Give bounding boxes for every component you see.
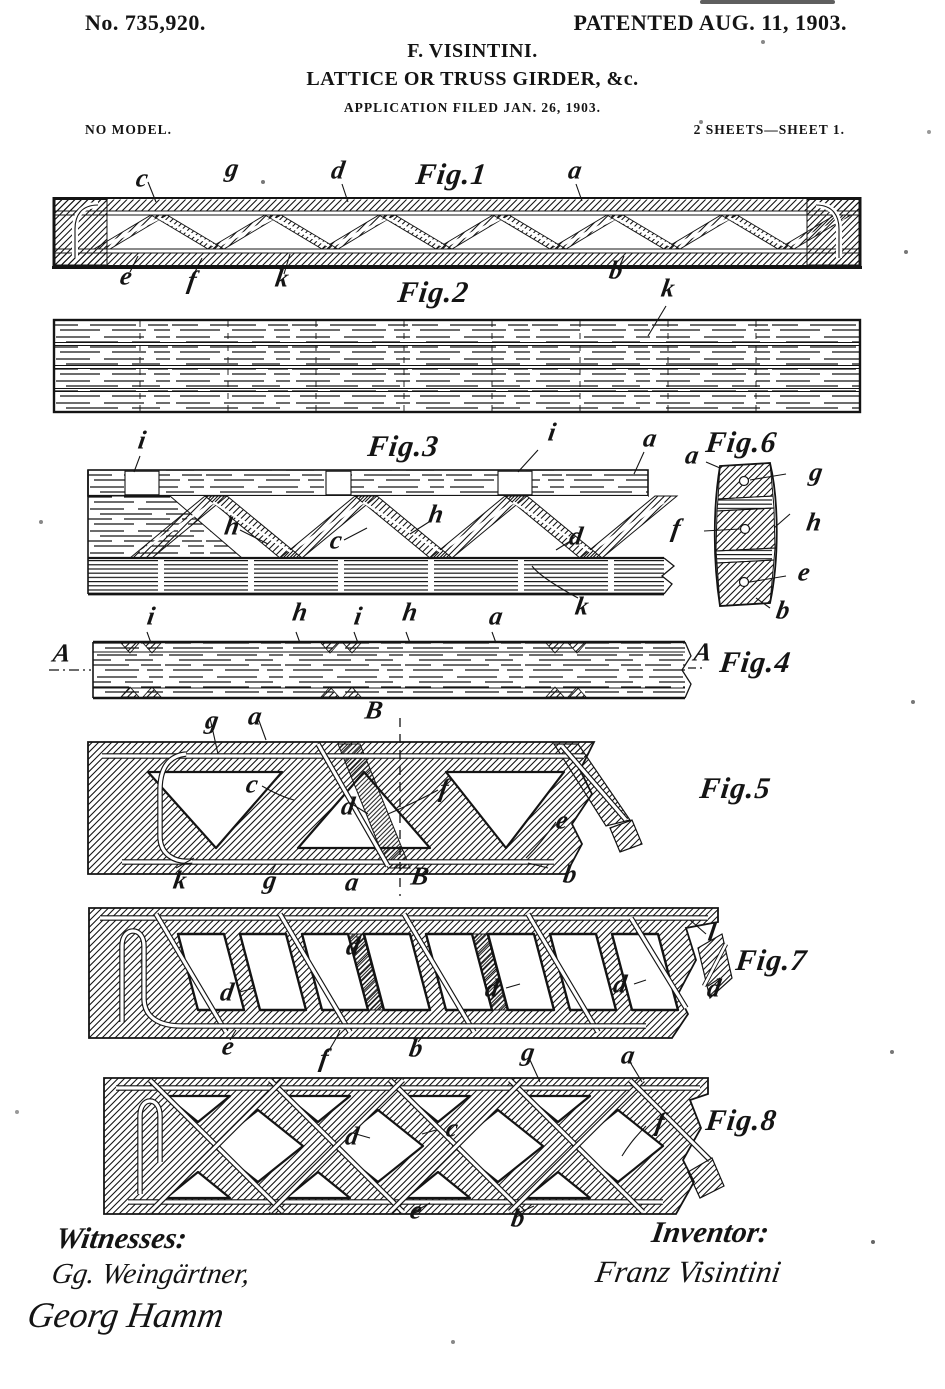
- fig2-label-k: k: [659, 273, 677, 303]
- fig1-label-k: k: [273, 263, 291, 293]
- fig7-drawing: [88, 907, 733, 1053]
- fig4-label-i1: i: [145, 601, 157, 631]
- fig8-drawing: [103, 1059, 725, 1215]
- fig3-label-i1: i: [136, 425, 148, 455]
- inventor-signature: Franz Visintini: [593, 1254, 784, 1289]
- patent-date: PATENTED AUG. 11, 1903.: [573, 10, 847, 35]
- fig4-label-i2: i: [352, 601, 364, 631]
- fig2-drawing: [52, 305, 862, 414]
- fig7-label-e: e: [220, 1031, 237, 1061]
- fig6-label-e: e: [796, 557, 813, 587]
- fig1-caption: Fig.1: [414, 158, 489, 191]
- fig7-label-a: a: [619, 1040, 637, 1070]
- fig8-caption: Fig.8: [704, 1104, 779, 1137]
- patent-number: No. 735,920.: [85, 10, 206, 35]
- fig6-label-a: a: [683, 440, 701, 470]
- inventor-name-line: F. VISINTINI.: [407, 40, 538, 62]
- fig6-label-g: g: [807, 457, 825, 487]
- fig1-label-e: e: [118, 261, 135, 291]
- fig4-label-h1: h: [290, 597, 310, 627]
- invention-title: LATTICE OR TRUSS GIRDER, &c.: [306, 68, 639, 90]
- witness-signature-1: Gg. Weingärtner,: [49, 1258, 253, 1290]
- fig5-drawing: [87, 717, 643, 896]
- fig8-label-b: b: [509, 1203, 527, 1233]
- fig4-caption: Fig.4: [718, 646, 793, 679]
- witness-signature-2: Georg Hamm: [24, 1295, 227, 1335]
- inventor-heading: Inventor:: [649, 1216, 772, 1249]
- scan-artifact: [700, 0, 835, 4]
- scan-speckles: [0, 0, 2, 2]
- fig7-label-g: g: [519, 1037, 537, 1067]
- fig7-label-b: b: [407, 1033, 425, 1063]
- sheet-count: 2 SHEETS—SHEET 1.: [693, 122, 845, 137]
- application-line: APPLICATION FILED JAN. 26, 1903.: [343, 100, 602, 115]
- fig3-label-a: a: [641, 423, 659, 453]
- no-model-note: NO MODEL.: [85, 122, 173, 137]
- fig4-drawing: [49, 631, 704, 700]
- fig6-caption: Fig.6: [704, 426, 779, 459]
- fig6-label-h: h: [804, 507, 824, 537]
- fig7-caption: Fig.7: [734, 944, 809, 977]
- fig2-caption: Fig.2: [396, 276, 471, 309]
- fig1-drawing: [52, 181, 862, 275]
- fig1-label-d: d: [329, 155, 347, 185]
- fig3-drawing: [87, 449, 679, 599]
- fig3-label-i2: i: [546, 417, 558, 447]
- fig4-label-a: a: [487, 601, 505, 631]
- fig3-caption: Fig.3: [366, 430, 441, 463]
- fig6-label-b: b: [774, 595, 792, 625]
- fig1-label-b: b: [607, 255, 625, 285]
- fig3-label-k: k: [573, 591, 591, 621]
- fig4-label-section-a-right: A: [692, 637, 715, 667]
- fig1-label-g: g: [223, 153, 241, 183]
- fig5-caption: Fig.5: [698, 772, 773, 805]
- fig1-label-a: a: [566, 155, 584, 185]
- fig4-label-h2: h: [400, 597, 420, 627]
- fig6-drawing: [703, 461, 791, 609]
- witnesses-heading: Witnesses:: [53, 1222, 190, 1255]
- fig1-label-c: c: [134, 163, 151, 193]
